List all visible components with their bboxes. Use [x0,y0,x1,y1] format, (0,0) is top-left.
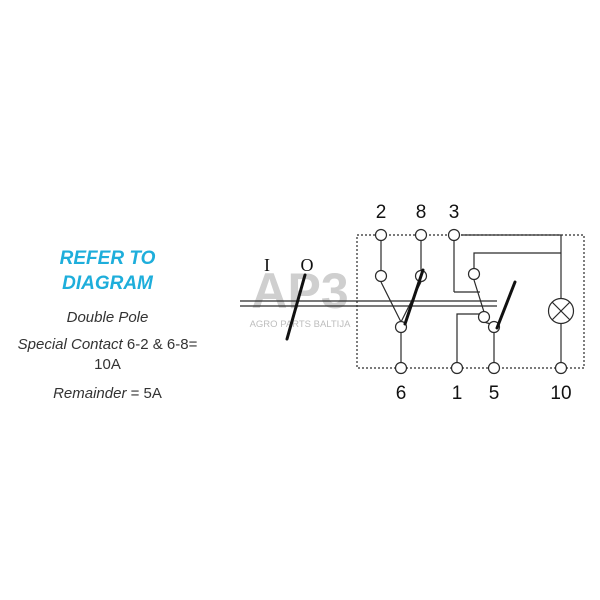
switch-blades [285,268,517,341]
terminal-6 [394,361,408,375]
circuit-lines [240,234,585,369]
special-contact-value-2: 10A [94,356,121,373]
title-line-1: REFER TO [59,248,156,269]
special-contact-label: Special Contact [17,336,123,353]
terminal-label-3: 3 [449,202,460,223]
terminal-label-10: 10 [550,383,571,404]
special-contact: Special Contact 6-2 & 6-8= [0,335,215,355]
rocker-blade [285,273,307,341]
title-line-2: DIAGRAM [62,273,153,294]
info-panel: REFER TO DIAGRAM Double Pole Special Con… [0,246,215,404]
terminal-5 [487,361,501,375]
terminal-label-1: 1 [452,383,463,404]
pole-type-label: Double Pole [66,309,149,326]
terminal-3 [447,228,461,242]
position-off-label: O [301,255,314,275]
pole-b-blade [495,280,517,330]
contact-5 [487,320,501,334]
contact-2 [374,269,388,283]
terminal-label-6: 6 [396,383,407,404]
pole-a-blade [403,268,425,326]
terminal-8 [414,228,428,242]
lamp-cross-b [551,301,571,321]
terminal-2 [374,228,388,242]
terminal-10 [554,361,568,375]
remainder: Remainder = 5A [0,384,215,404]
lamp-icon [547,297,575,325]
terminal-1 [450,361,464,375]
watermark-subtitle: AGRO PARTS BALTIJA [250,319,351,330]
terminal-label-2: 2 [376,202,387,223]
pole-type: Double Pole [0,308,215,328]
terminal-label-8: 8 [416,202,427,223]
remainder-label: Remainder [53,385,127,402]
remainder-value: = 5A [130,385,162,402]
position-on-label: I [264,255,270,275]
terminal-label-5: 5 [489,383,500,404]
contact-1 [477,310,491,324]
special-contact-value: 6-2 & 6-8= [126,336,198,353]
contact-3 [467,267,481,281]
